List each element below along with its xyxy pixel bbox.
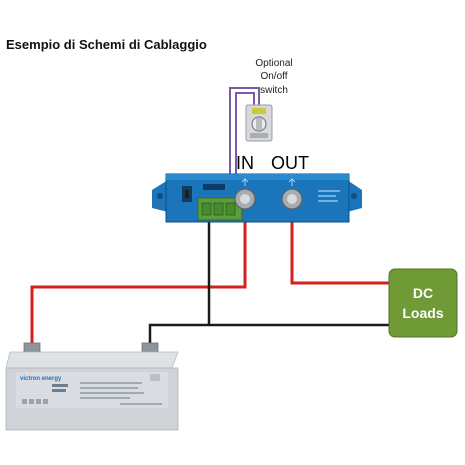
battery-model-mark [52, 384, 68, 387]
switch-label-line-1: Optional [255, 58, 292, 69]
on-off-switch [245, 104, 273, 142]
load-positive-wire [290, 200, 391, 285]
out-terminal-label: OUT [271, 153, 309, 173]
battery-negative-wire [148, 323, 391, 350]
battery: victron energy [5, 342, 179, 431]
battery-protect-device [152, 173, 362, 223]
battery-capacity-mark [52, 389, 66, 392]
dc-loads-label-line-2: Loads [402, 305, 443, 321]
switch-wire-left-2 [235, 92, 255, 198]
switch-label-line-3: switch [260, 85, 288, 96]
positive-wires [30, 200, 391, 350]
in-terminal-label: IN [236, 153, 254, 173]
battery-brand: victron energy [20, 376, 62, 382]
switch-label-line-2: On/off [260, 71, 287, 82]
dc-loads-label-line-1: DC [413, 285, 433, 301]
negative-wires [148, 213, 391, 350]
dc-loads: DC Loads [388, 268, 458, 338]
diagram-title: Esempio di Schemi di Cablaggio [6, 37, 207, 52]
switch-label: Optional On/off switch [255, 58, 292, 96]
switch-wires [229, 87, 260, 198]
battery-positive-wire [30, 200, 247, 350]
switch-wire-left [229, 87, 260, 198]
